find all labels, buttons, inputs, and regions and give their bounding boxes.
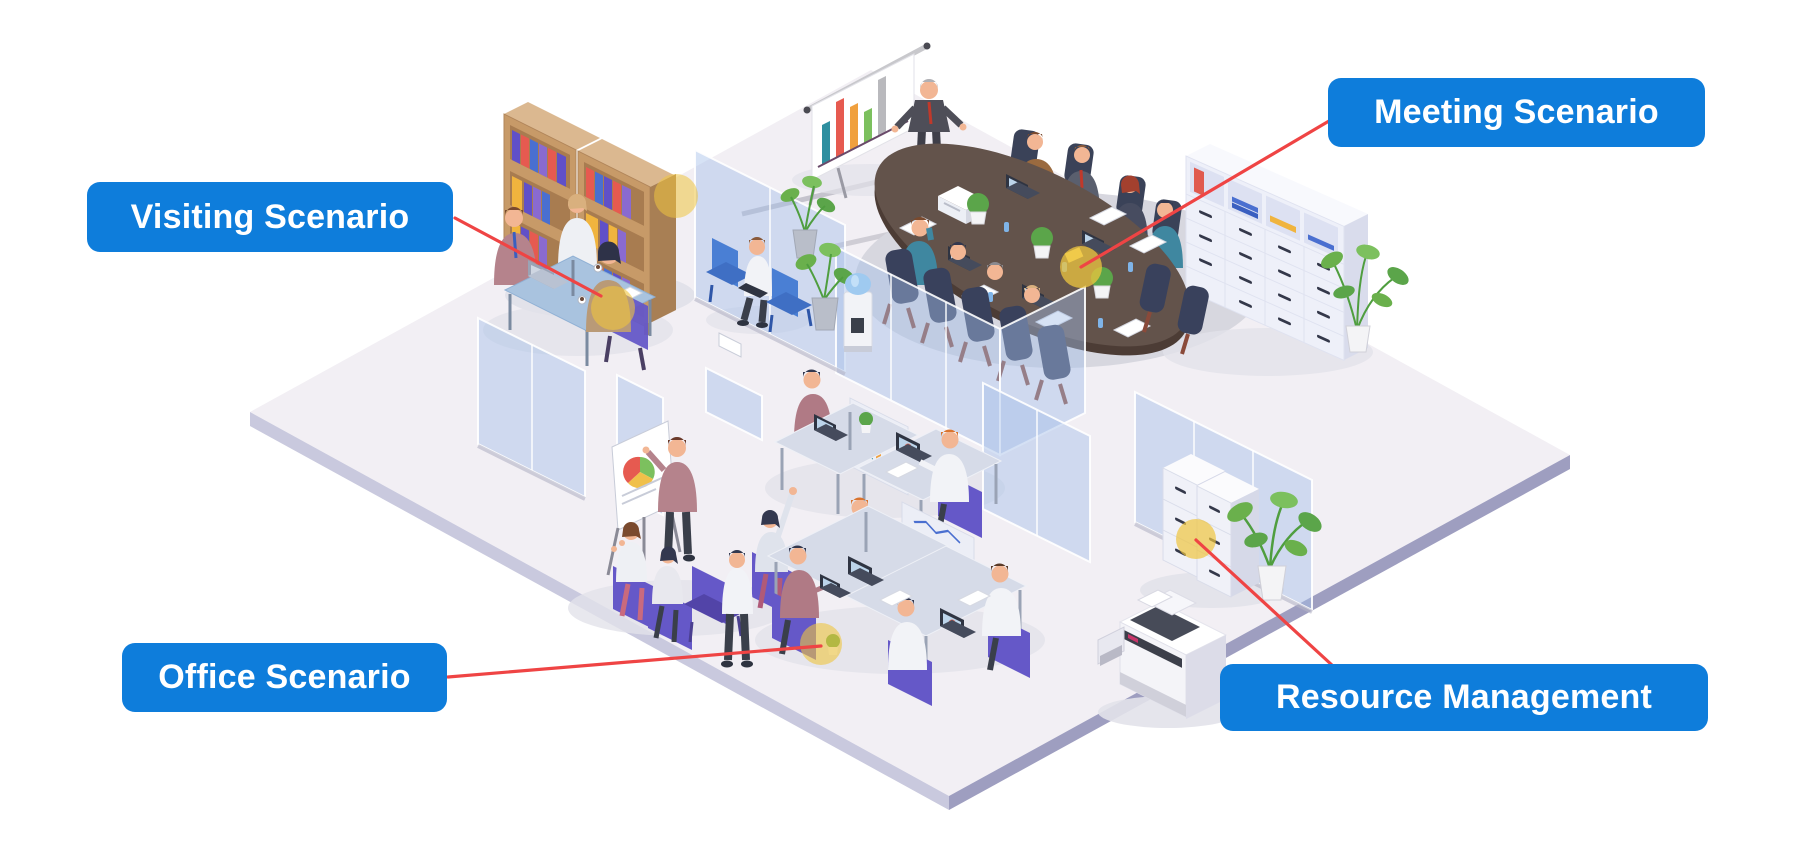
line-resource <box>1194 538 1335 668</box>
visitor-woman <box>558 194 597 268</box>
desk <box>844 545 1028 637</box>
office-scenario-label[interactable]: Office Scenario <box>122 643 447 712</box>
plant <box>1321 244 1409 353</box>
workstation-cluster-1 <box>773 369 1003 540</box>
laptop <box>848 556 884 586</box>
plant <box>780 175 836 259</box>
desk-plant <box>859 412 873 433</box>
laptop <box>528 260 568 289</box>
drawer-handles <box>1199 210 1330 343</box>
meeting-scenario-label[interactable]: Meeting Scenario <box>1328 78 1705 147</box>
office-person <box>918 429 982 538</box>
waiting-area <box>706 175 855 333</box>
meeting-people-near <box>950 242 1040 303</box>
laptop <box>820 574 851 598</box>
plant <box>1227 491 1322 601</box>
line-office <box>446 644 823 679</box>
storage-shelf-unit <box>1185 144 1368 362</box>
line-visiting <box>453 216 603 298</box>
copier-printer <box>1097 589 1228 719</box>
laptop-video-call <box>940 608 976 638</box>
yellow-book <box>1270 215 1296 233</box>
books-row <box>512 129 566 270</box>
wall-sign <box>718 332 742 358</box>
highlight-bookshelf <box>654 174 698 218</box>
meeting-table-group <box>874 129 1209 405</box>
glass-wall-meeting-right <box>999 285 1086 457</box>
visiting-scenario-label[interactable]: Visiting Scenario <box>87 182 453 252</box>
line-meeting <box>1079 119 1331 269</box>
laptop <box>814 414 848 441</box>
red-folder <box>1194 167 1204 197</box>
meeting-chairs-near <box>882 248 1209 405</box>
highlight-office <box>800 623 842 665</box>
water-cooler <box>843 273 873 352</box>
waiting-chair <box>706 238 753 303</box>
audience-person <box>611 522 655 630</box>
annotation-lines <box>446 119 1335 679</box>
audience-person <box>648 546 692 650</box>
waiting-chair <box>766 268 813 333</box>
chair <box>684 566 743 643</box>
projector-screen <box>803 42 931 206</box>
workstation-cluster-2 <box>766 497 1030 706</box>
desk <box>773 402 920 475</box>
office-person <box>888 597 932 706</box>
laptop-video-call <box>896 432 932 462</box>
resource-management-label[interactable]: Resource Management <box>1220 664 1708 731</box>
plant <box>795 242 855 331</box>
seated-person-laptop <box>737 237 772 328</box>
office-person <box>982 563 1030 678</box>
